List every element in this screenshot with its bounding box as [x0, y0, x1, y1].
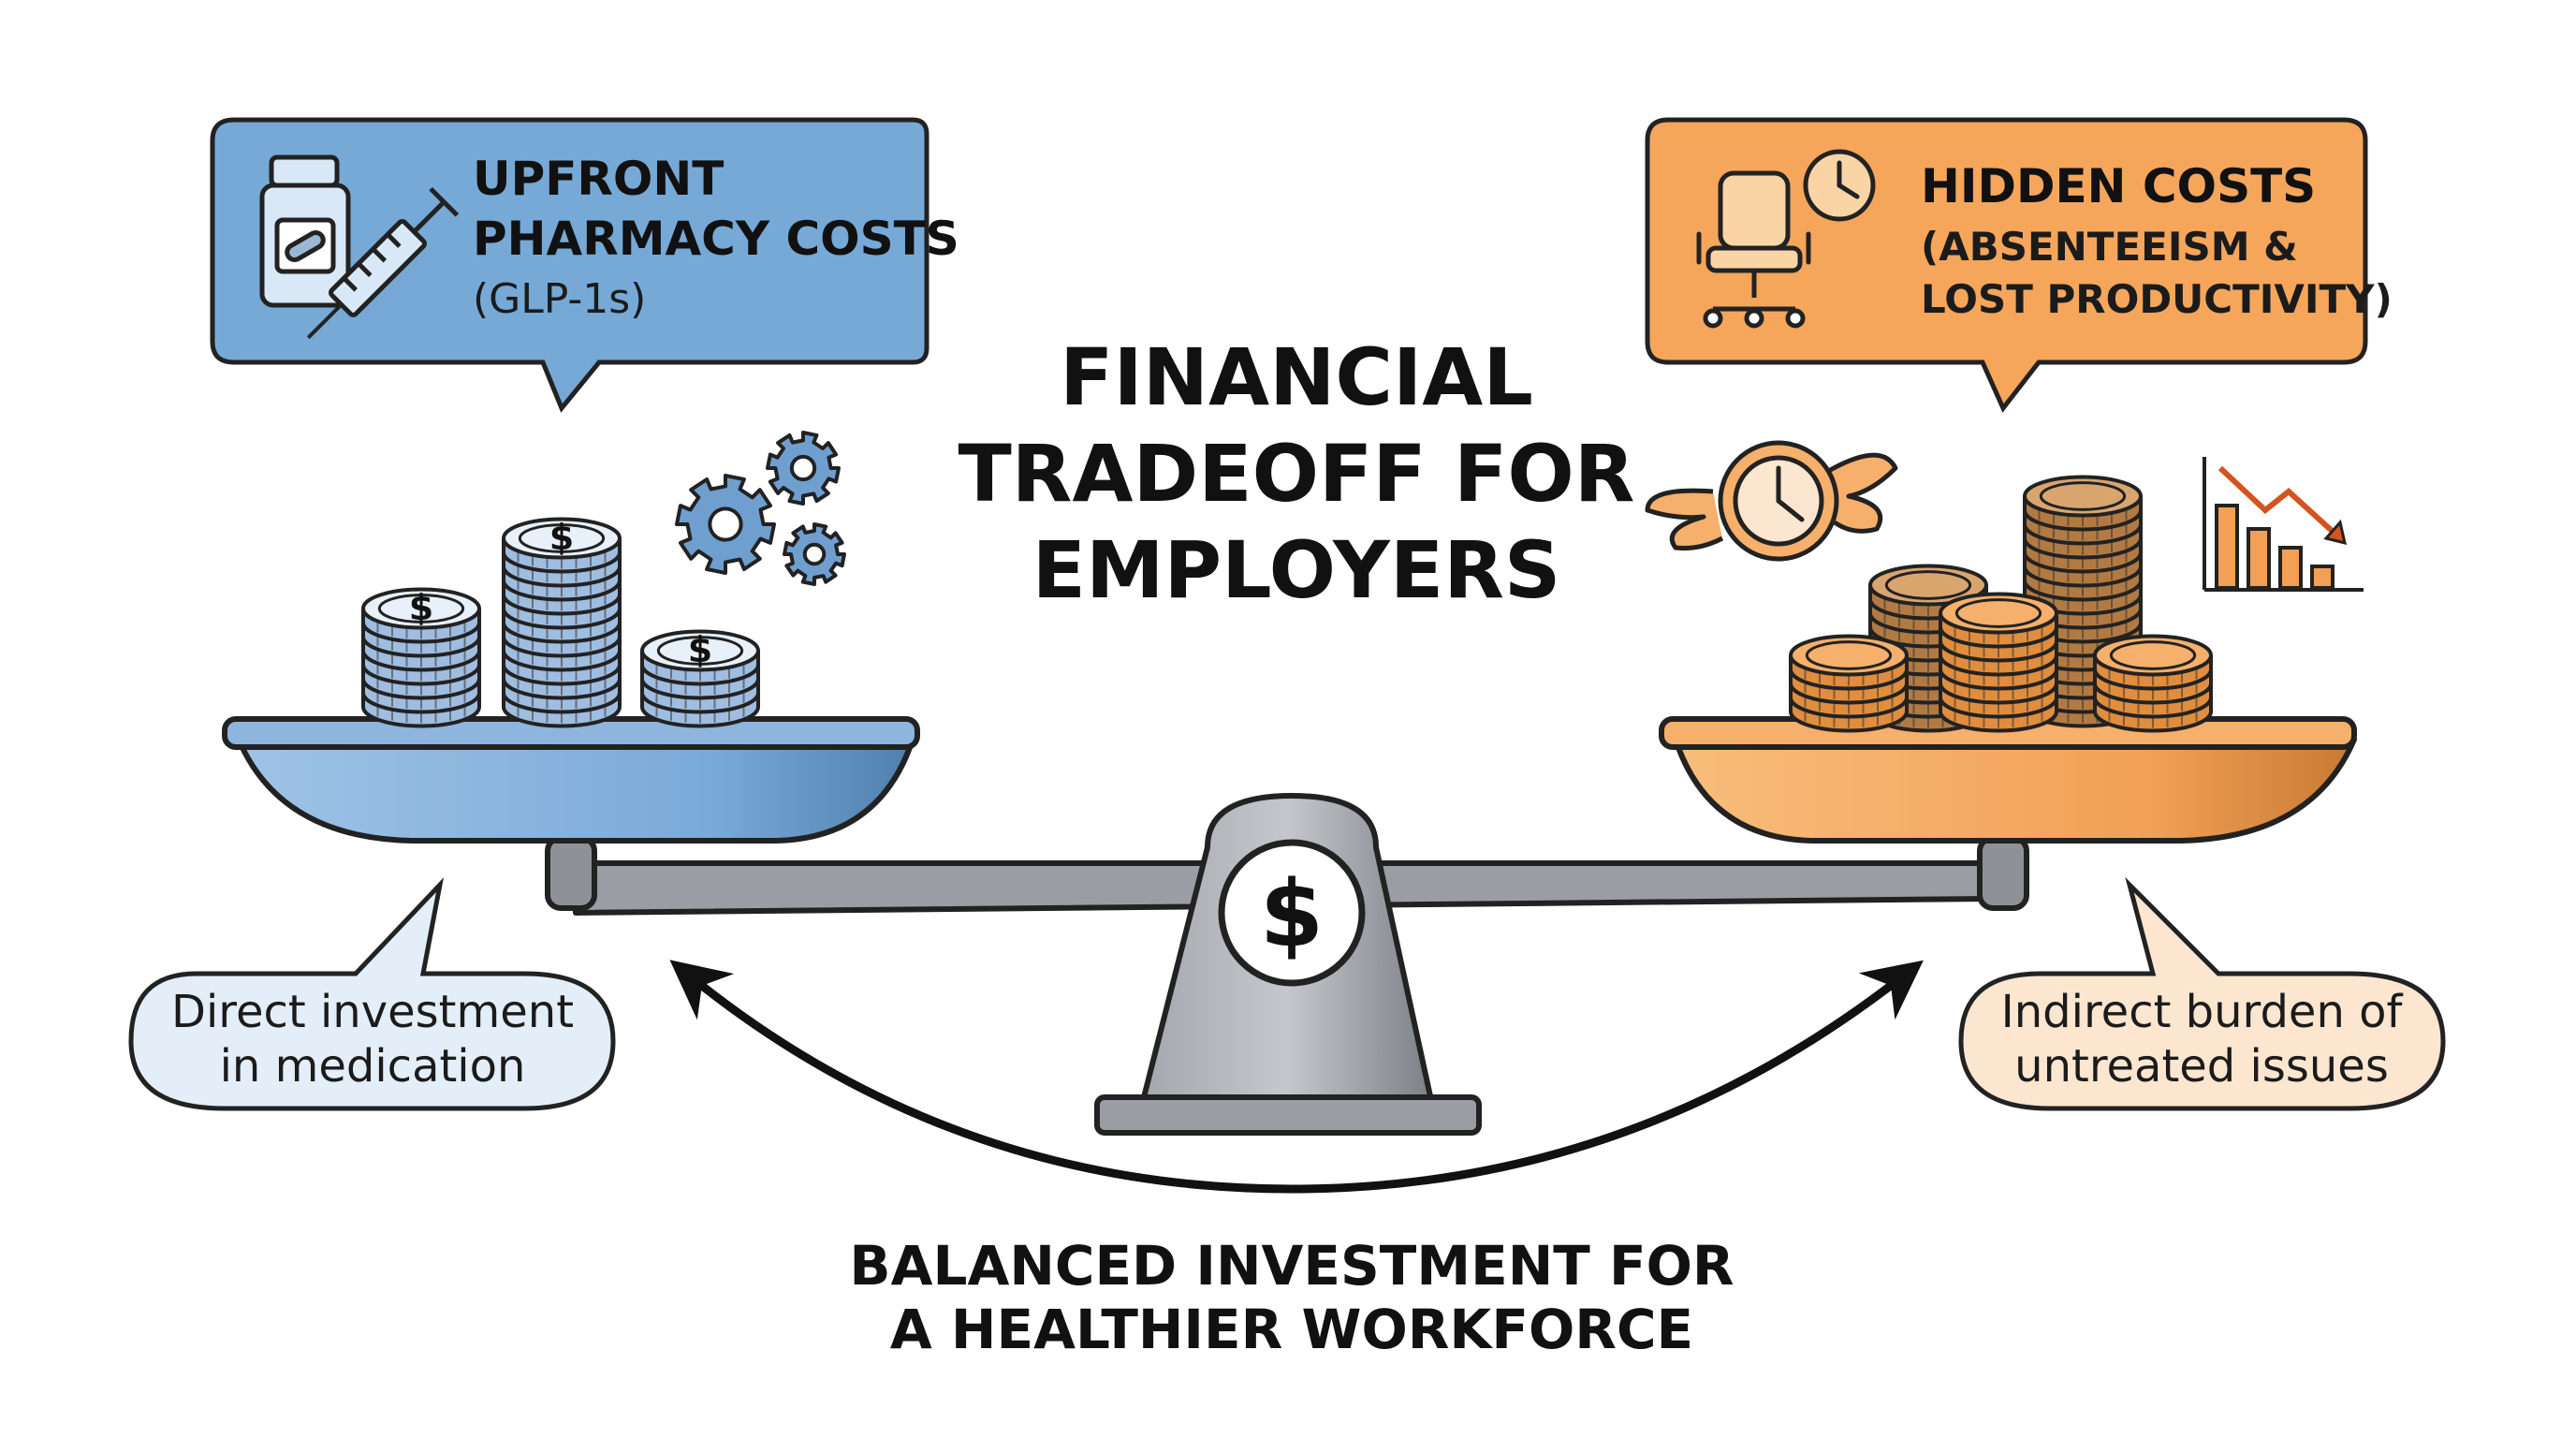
gear-icon: [675, 431, 846, 586]
syringe-icon: [306, 186, 460, 340]
balance-double-arrow: [669, 960, 1924, 1194]
left-bubble-line2: in medication: [220, 1040, 526, 1093]
office-chair-icon: [1696, 170, 1811, 329]
coin-stack: [1789, 634, 1909, 733]
caption-line2: A HEALTHIER WORKFORCE: [890, 1298, 1693, 1361]
coin-stack: $: [502, 517, 622, 728]
coin-dollar-symbol: $: [409, 587, 433, 628]
right-bubble-line2: untreated issues: [2014, 1040, 2389, 1093]
right-cost-card: HIDDEN COSTS (ABSENTEEISM & LOST PRODUCT…: [1645, 117, 2393, 413]
coin-stack: $: [640, 629, 760, 728]
title-line3: EMPLOYERS: [1032, 524, 1561, 616]
coin-dollar-symbol: $: [549, 517, 574, 558]
left-coin-stacks: $ $ $: [361, 517, 760, 728]
caption-line1: BALANCED INVESTMENT FOR: [849, 1234, 1734, 1298]
title-line1: FINANCIAL: [1060, 331, 1533, 423]
bottom-caption: BALANCED INVESTMENT FOR A HEALTHIER WORK…: [849, 1234, 1734, 1361]
coin-stack: [2093, 634, 2213, 733]
right-card-title-line2: (ABSENTEEISM &: [1921, 224, 2298, 270]
title-line2: TRADEOFF FOR: [959, 428, 1635, 520]
left-bubble-line1: Direct investment: [171, 986, 574, 1038]
declining-bar-chart-icon: [2203, 457, 2364, 592]
right-coin-stacks: [1789, 475, 2213, 733]
diagram-title: FINANCIAL TRADEOFF FOR EMPLOYERS: [959, 331, 1635, 616]
right-explanation-bubble: Indirect burden of untreated issues: [1958, 876, 2446, 1111]
winged-clock-icon: [1645, 440, 1898, 562]
left-card-title-line1: UPFRONT: [473, 152, 724, 206]
coin-stack: $: [361, 587, 481, 728]
left-scale-pan: [222, 716, 920, 844]
left-explanation-bubble: Direct investment in medication: [128, 877, 616, 1111]
right-card-title-line1: HIDDEN COSTS: [1921, 159, 2316, 213]
left-card-subtitle: (GLP-1s): [473, 275, 646, 323]
right-bubble-line1: Indirect burden of: [2001, 986, 2404, 1038]
scale-dollar-symbol: $: [1260, 861, 1324, 968]
coin-stack: [1939, 592, 2058, 733]
left-cost-card: UPFRONT PHARMACY COSTS (GLP-1s): [210, 117, 959, 413]
clock-icon: [1803, 149, 1876, 222]
balance-scale: $: [545, 793, 2029, 1136]
right-scale-pan: [1659, 716, 2357, 844]
medicine-bottle-icon: [259, 154, 351, 308]
right-card-title-line3: LOST PRODUCTIVITY): [1921, 276, 2393, 322]
coin-dollar-symbol: $: [688, 629, 712, 670]
left-card-title-line2: PHARMACY COSTS: [473, 212, 959, 266]
